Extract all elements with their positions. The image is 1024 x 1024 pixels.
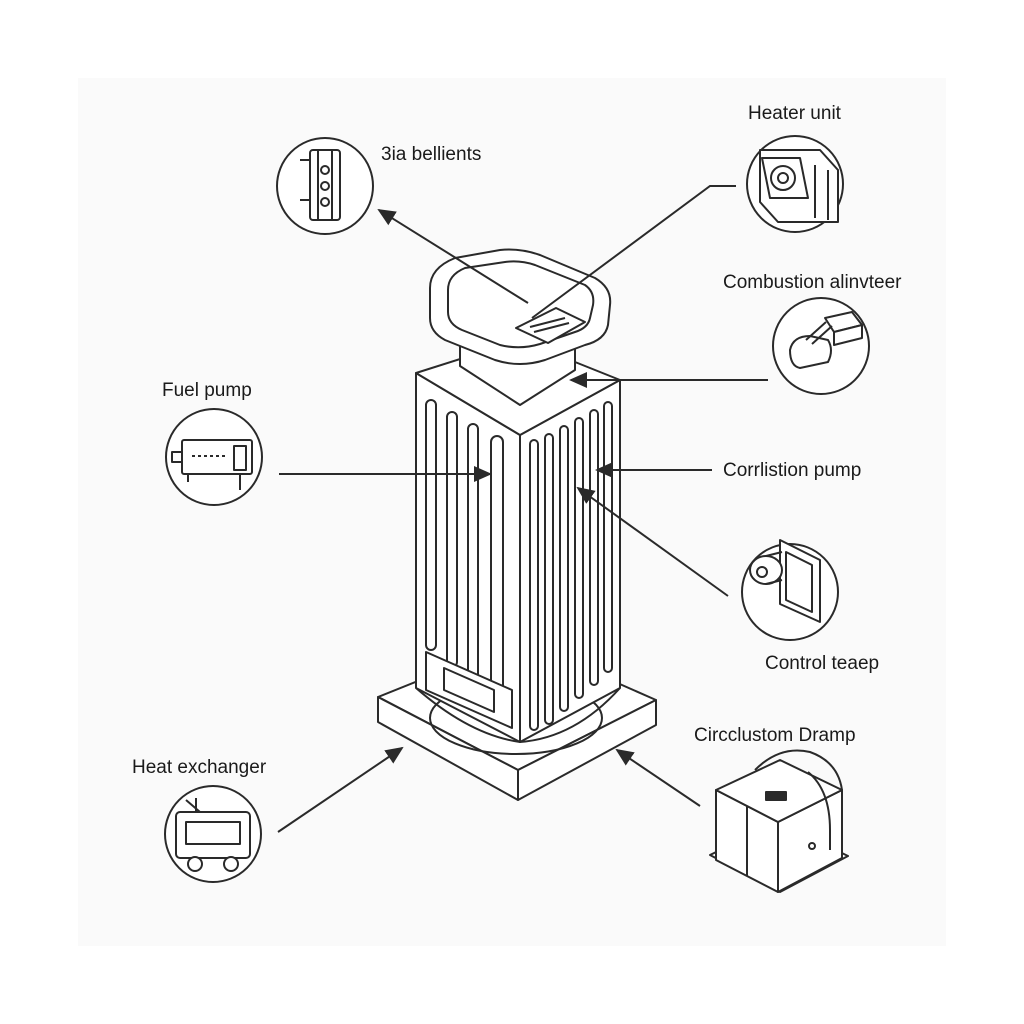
callout-fuel-pump xyxy=(165,408,263,506)
leader-control xyxy=(576,486,729,597)
callout-heater-unit xyxy=(746,135,844,233)
leader-bellients xyxy=(377,208,529,304)
callout-combustion xyxy=(772,297,870,395)
callout-heat-exchanger xyxy=(164,785,262,883)
label-bellients: 3ia bellients xyxy=(381,144,482,165)
label-heater-unit: Heater unit xyxy=(748,103,841,124)
label-corrlistion-pump: Corrlistion pump xyxy=(723,460,862,481)
label-fuel-pump: Fuel pump xyxy=(162,380,252,401)
leader-circulation xyxy=(615,748,701,807)
label-combustion: Combustion alinvteer xyxy=(723,272,902,293)
callout-bellients xyxy=(276,137,374,235)
label-control: Control teaep xyxy=(765,653,880,674)
top-housing xyxy=(429,248,612,406)
leader-heat-exchanger xyxy=(277,746,404,833)
circulation-pump-block xyxy=(709,749,849,893)
label-heat-exchanger: Heat exchanger xyxy=(132,757,267,778)
label-circulation: Circclustom Dramp xyxy=(694,725,856,746)
leader-heater-unit xyxy=(531,185,736,319)
callout-control xyxy=(741,539,839,641)
